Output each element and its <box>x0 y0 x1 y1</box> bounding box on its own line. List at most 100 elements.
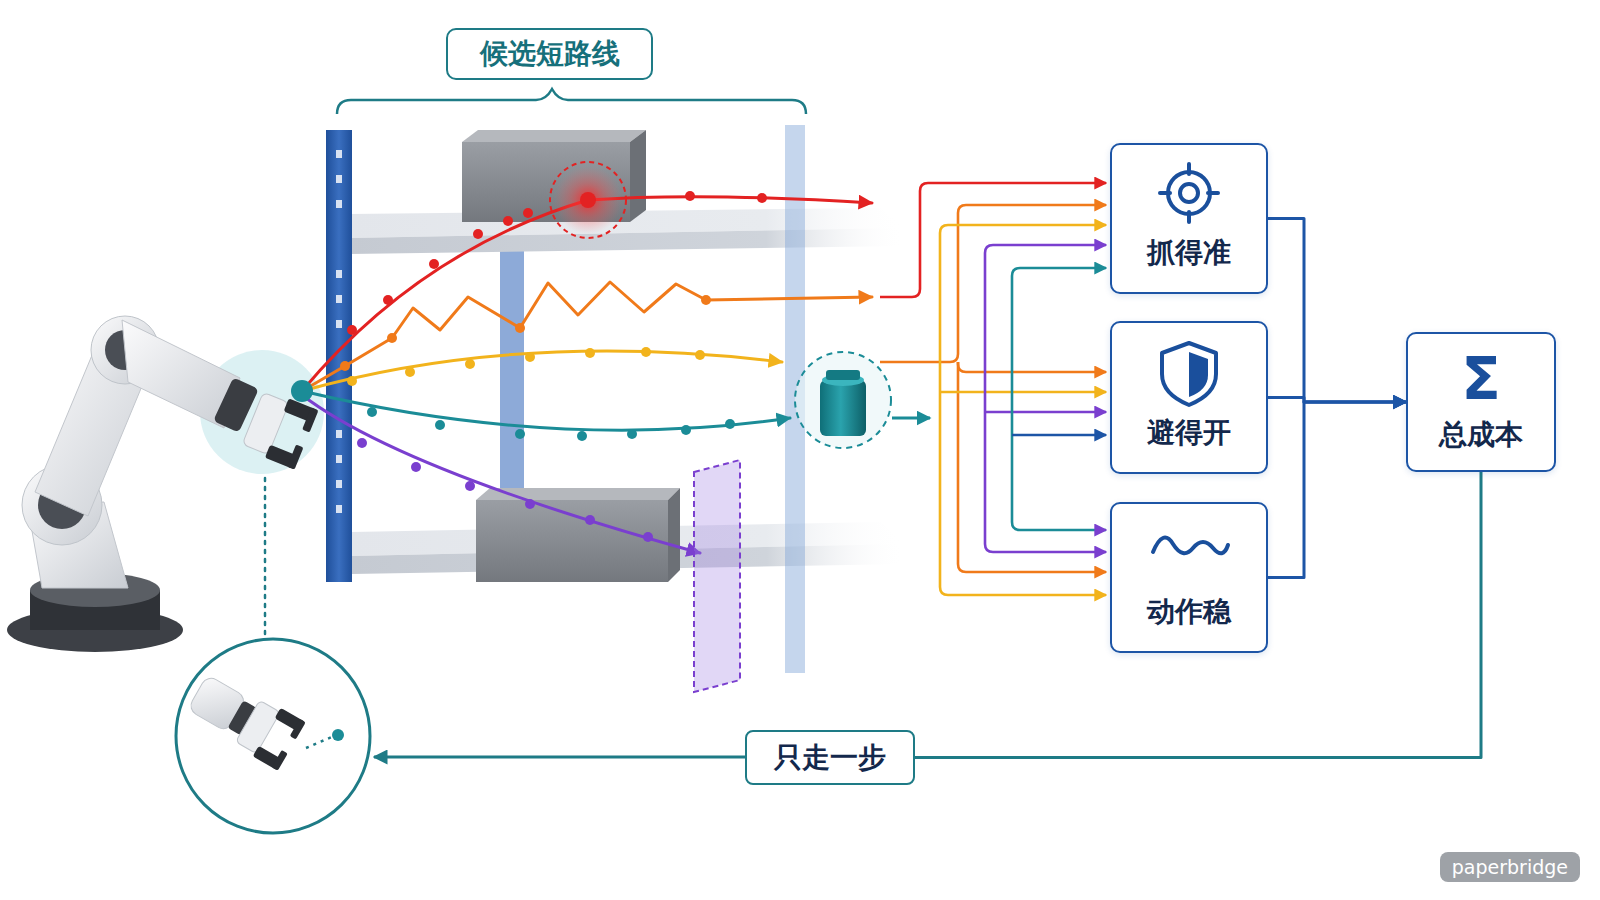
robot-arm-part-part <box>302 407 318 432</box>
shelf-part-part <box>336 430 342 438</box>
trajectory-dots-part-part <box>515 323 525 333</box>
trajectory-dots-part-part <box>383 295 393 305</box>
node-label: 候选短路线 <box>480 35 620 73</box>
trajectory-dots-part-part <box>405 367 415 377</box>
trajectory-dots-part-part <box>523 208 533 218</box>
target-icon-part <box>1180 184 1198 202</box>
trajectory-dots-part-part <box>695 350 705 360</box>
shelf-part-part <box>336 270 342 278</box>
shelf-part-part <box>336 150 342 158</box>
trajectory-dots-part-part <box>585 515 595 525</box>
cost-term-box: 动作稳 <box>1110 502 1268 653</box>
robot-arm-part-part <box>287 444 303 469</box>
trajectory-dots-part-part <box>411 462 421 472</box>
trajectory-dots-part-part <box>503 216 513 226</box>
collision-marker-part <box>554 166 622 234</box>
trajectory-dots-part-part <box>465 359 475 369</box>
cost-term-box: 避得开 <box>1110 321 1268 474</box>
shelf-part-part <box>336 455 342 463</box>
trajectories-part <box>302 391 790 430</box>
target-icon-part <box>1168 172 1210 214</box>
target-object-part <box>795 352 891 448</box>
trajectory-dots-part-part <box>473 229 483 239</box>
trajectory-dots-part-part <box>725 419 735 429</box>
trajectory-dots-part-part <box>681 425 691 435</box>
collision-marker-part <box>580 192 596 208</box>
evaluation-feeds <box>880 183 1106 595</box>
robot-arm <box>7 316 324 652</box>
target-icon-part <box>1208 191 1218 195</box>
shield-icon-part <box>1162 343 1216 405</box>
evaluation-feeds-part <box>1012 434 1106 437</box>
trajectory-dots-part-part <box>627 429 637 439</box>
trajectory-dots-part-part <box>643 532 653 542</box>
connector-arrow <box>1268 402 1406 578</box>
collision-marker-part <box>550 162 626 238</box>
shelf-part-part <box>336 480 342 488</box>
watermark: paperbridge <box>1440 852 1580 882</box>
robot-arm-part-part <box>242 392 289 454</box>
wave-icon <box>1153 538 1228 554</box>
trajectory-dots-part <box>340 295 711 371</box>
trajectory-dots-part-part <box>429 259 439 269</box>
trajectories <box>302 197 872 553</box>
zoom-detail-part <box>183 668 305 771</box>
zoom-detail-part <box>176 639 370 833</box>
target-icon-part <box>1187 212 1191 222</box>
zoom-detail-part <box>306 736 334 748</box>
symbol-text: Σ <box>1461 350 1501 408</box>
step-box: 只走一步 <box>745 730 915 785</box>
trajectory-dots-part-part <box>585 348 595 358</box>
trajectory-dots-part-part <box>701 295 711 305</box>
trajectory-dots-part-part <box>347 376 357 386</box>
trajectory-dots-part-part <box>577 431 587 441</box>
shield-icon <box>1162 343 1216 405</box>
trajectory-dots-part-part <box>465 481 475 491</box>
evaluation-feeds-part <box>985 245 1106 552</box>
connector-arrow <box>915 472 1481 758</box>
evaluation-feeds-part <box>958 362 1106 572</box>
trajectories-part <box>302 395 700 553</box>
node-label: 总成本 <box>1439 416 1523 454</box>
shelf <box>326 125 905 673</box>
zoom-detail-part-part <box>272 750 288 771</box>
trajectories-part <box>302 351 782 391</box>
target-icon-part <box>1160 191 1170 195</box>
target-object <box>795 352 930 448</box>
evaluation-feeds-part <box>958 362 1106 372</box>
blocking-plane <box>694 460 740 692</box>
shelf-part-part <box>336 505 342 513</box>
evaluation-feeds-part <box>880 205 1106 362</box>
target-icon <box>1160 164 1218 222</box>
shelf-part <box>630 130 646 222</box>
shelf-part <box>462 130 646 142</box>
node-label: 抓得准 <box>1147 234 1231 272</box>
trajectory-dots-part-part <box>641 347 651 357</box>
section-tag: 候选短路线 <box>446 28 653 80</box>
shelf-part-part <box>336 200 342 208</box>
connector-arrow <box>1268 219 1406 403</box>
target-object-part <box>820 380 866 436</box>
trajectory-dots-part <box>347 347 705 386</box>
evaluation-feeds-part <box>940 391 1106 394</box>
shelf-part <box>668 488 680 582</box>
evaluation-feeds-part <box>985 411 1106 414</box>
trajectory-dots-part-part <box>357 438 367 448</box>
shelf-part-part <box>336 175 342 183</box>
feedback-arrow <box>374 756 760 759</box>
evaluation-feeds-part <box>940 225 1106 595</box>
total-cost-box: Σ 总成本 <box>1406 332 1556 472</box>
trajectory-dots-part-part <box>367 407 377 417</box>
trajectory-dots-part-part <box>525 352 535 362</box>
shield-icon-part <box>1189 352 1208 397</box>
zoom-detail <box>176 478 370 833</box>
shelf-part <box>326 130 352 582</box>
node-label: 只走一步 <box>774 739 886 777</box>
shelf-part <box>476 500 668 582</box>
trajectory-dots-part-part <box>387 333 397 343</box>
trajectory-dots-part <box>291 380 313 402</box>
trajectory-dots-part-part <box>757 193 767 203</box>
